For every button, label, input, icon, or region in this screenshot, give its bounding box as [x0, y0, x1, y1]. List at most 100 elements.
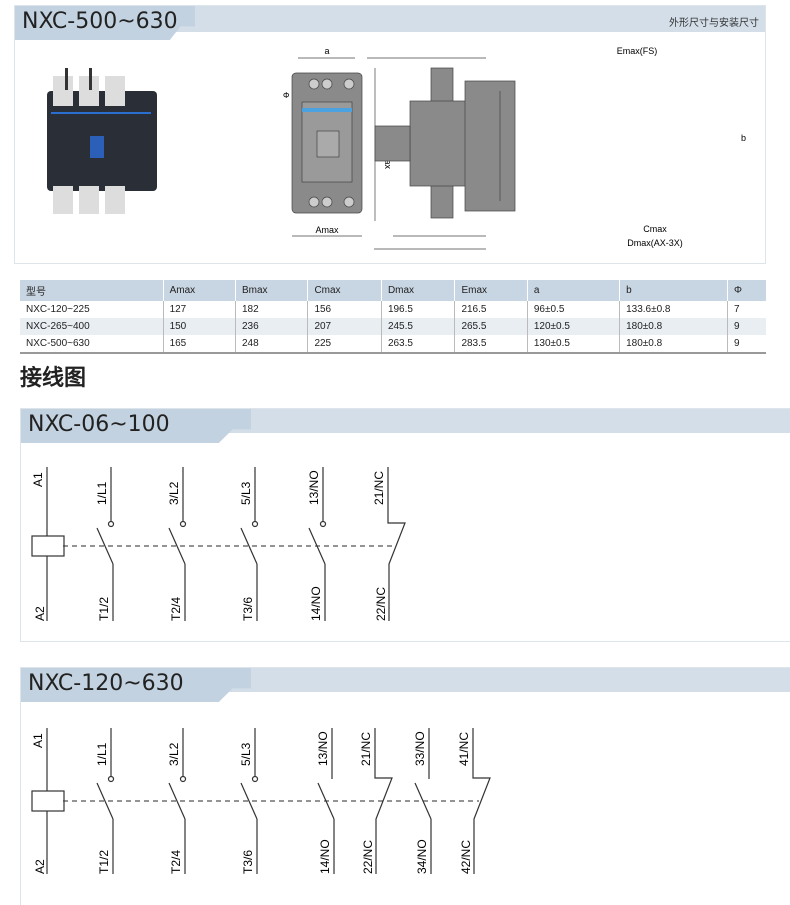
nc-contact	[387, 467, 406, 621]
dim-a-label: a	[324, 46, 329, 56]
contact-blade	[414, 782, 432, 820]
coil-symbol	[31, 535, 65, 557]
column-header: Dmax	[380, 280, 455, 301]
table-cell: 133.6±0.8	[619, 301, 728, 318]
terminal-21-nc: 21/NC 22/NC	[359, 728, 393, 874]
contact-point	[179, 775, 187, 783]
table-cell: 127	[162, 301, 236, 318]
diagram-title: NXC-120~630	[28, 671, 184, 696]
table-cell: 9	[726, 318, 766, 335]
dim-amax-label: Amax	[315, 225, 339, 235]
terminal-top-label: 5/L3	[239, 742, 253, 766]
nc-contact	[472, 728, 491, 874]
column-header: Emax	[454, 280, 528, 301]
terminal-bottom-label: T2/4	[169, 850, 183, 874]
table-cell: 9	[726, 335, 766, 354]
terminal-bottom-label: 14/NO	[309, 586, 323, 621]
title-tab: NXC-120~630	[21, 668, 251, 702]
product-photo	[47, 68, 157, 214]
terminal-bottom-label: 22/NC	[361, 840, 375, 874]
terminal-33-no: 33/NO 34/NO	[413, 728, 432, 874]
dimension-drawings: a Φ Bmax Amax Emax(FS) b Cmax Dmax(AX-3X…	[47, 46, 746, 250]
table-cell: NXC-265~400	[20, 318, 164, 335]
terminal-bottom-label: T2/4	[169, 597, 183, 621]
terminal-top-label: A1	[31, 733, 45, 748]
terminal-top-label: 21/NC	[359, 732, 373, 766]
terminal-top-label: 13/NO	[307, 470, 321, 505]
title-tab: NXC-06~100	[21, 409, 251, 443]
title-tab: NXC-500~630	[15, 6, 195, 40]
table-cell: 7	[726, 301, 766, 318]
table-cell: 265.5	[454, 318, 528, 335]
terminal-top-label: 1/L1	[95, 742, 109, 766]
terminal-bottom-label: T1/2	[97, 597, 111, 621]
dimensions-panel: NXC-500~630 外形尺寸与安装尺寸 a Φ Bmax Amax Emax…	[14, 5, 766, 264]
terminal-top-label: 5/L3	[239, 481, 253, 505]
contact-point	[107, 775, 115, 783]
terminal-top-label: 13/NO	[316, 731, 330, 766]
table-cell: 207	[307, 318, 382, 335]
dim-phi-label: Φ	[283, 91, 289, 100]
column-header: Φ	[726, 280, 766, 301]
table-cell: 130±0.5	[526, 335, 620, 354]
table-cell: 180±0.8	[619, 318, 728, 335]
terminal-13-no: 13/NO 14/NO	[316, 728, 335, 874]
column-header: Cmax	[307, 280, 382, 301]
table-cell: 180±0.8	[619, 335, 728, 354]
terminal-bottom-label: A2	[33, 859, 47, 874]
side-view-drawing	[367, 57, 516, 250]
contact-point	[251, 775, 259, 783]
contact-blade	[240, 527, 258, 565]
table-cell: 156	[307, 301, 382, 318]
contact-point	[319, 520, 327, 528]
terminal-bottom-label: 14/NO	[318, 839, 332, 874]
terminal-top-label: 33/NO	[413, 731, 427, 766]
terminal-bottom-label: T3/6	[241, 850, 255, 874]
contact-point	[251, 520, 259, 528]
column-header: a	[526, 280, 620, 301]
column-header: Bmax	[234, 280, 308, 301]
contact-blade	[240, 782, 258, 820]
table-cell: 150	[162, 318, 236, 335]
terminal-bottom-label: 22/NC	[374, 587, 388, 621]
panel-subtitle: 外形尺寸与安装尺寸	[669, 18, 759, 29]
table-cell: 196.5	[380, 301, 455, 318]
table-cell: 165	[162, 335, 236, 354]
wiring-heading: 接线图	[20, 366, 87, 391]
terminal-top-label: 1/L1	[95, 481, 109, 505]
terminal-top-label: 21/NC	[372, 471, 386, 505]
contact-blade	[96, 782, 114, 820]
diagram-title: NXC-06~100	[28, 412, 170, 437]
front-view-drawing	[291, 57, 376, 237]
terminal-bottom-label: 34/NO	[415, 839, 429, 874]
table-cell: 96±0.5	[526, 301, 620, 318]
dim-emax-label: Emax(FS)	[617, 46, 658, 56]
table-cell: NXC-120~225	[26, 304, 90, 315]
terminal-bottom-label: A2	[33, 606, 47, 621]
column-header: b	[619, 280, 728, 301]
wiring-diagram: A1A21/L1T1/23/L2T2/45/L3T3/613/NO14/NO21…	[31, 728, 491, 874]
table-cell: 120±0.5	[526, 318, 620, 335]
terminal-top-label: 3/L2	[167, 481, 181, 505]
terminal-bottom-label: T3/6	[241, 597, 255, 621]
table-cell: 216.5	[454, 301, 528, 318]
table-cell: 236	[234, 318, 308, 335]
column-header: Amax	[162, 280, 236, 301]
contact-blade	[317, 782, 335, 820]
contact-blade	[168, 782, 186, 820]
contact-blade	[168, 527, 186, 565]
contact-point	[179, 520, 187, 528]
table-cell: 283.5	[454, 335, 528, 354]
